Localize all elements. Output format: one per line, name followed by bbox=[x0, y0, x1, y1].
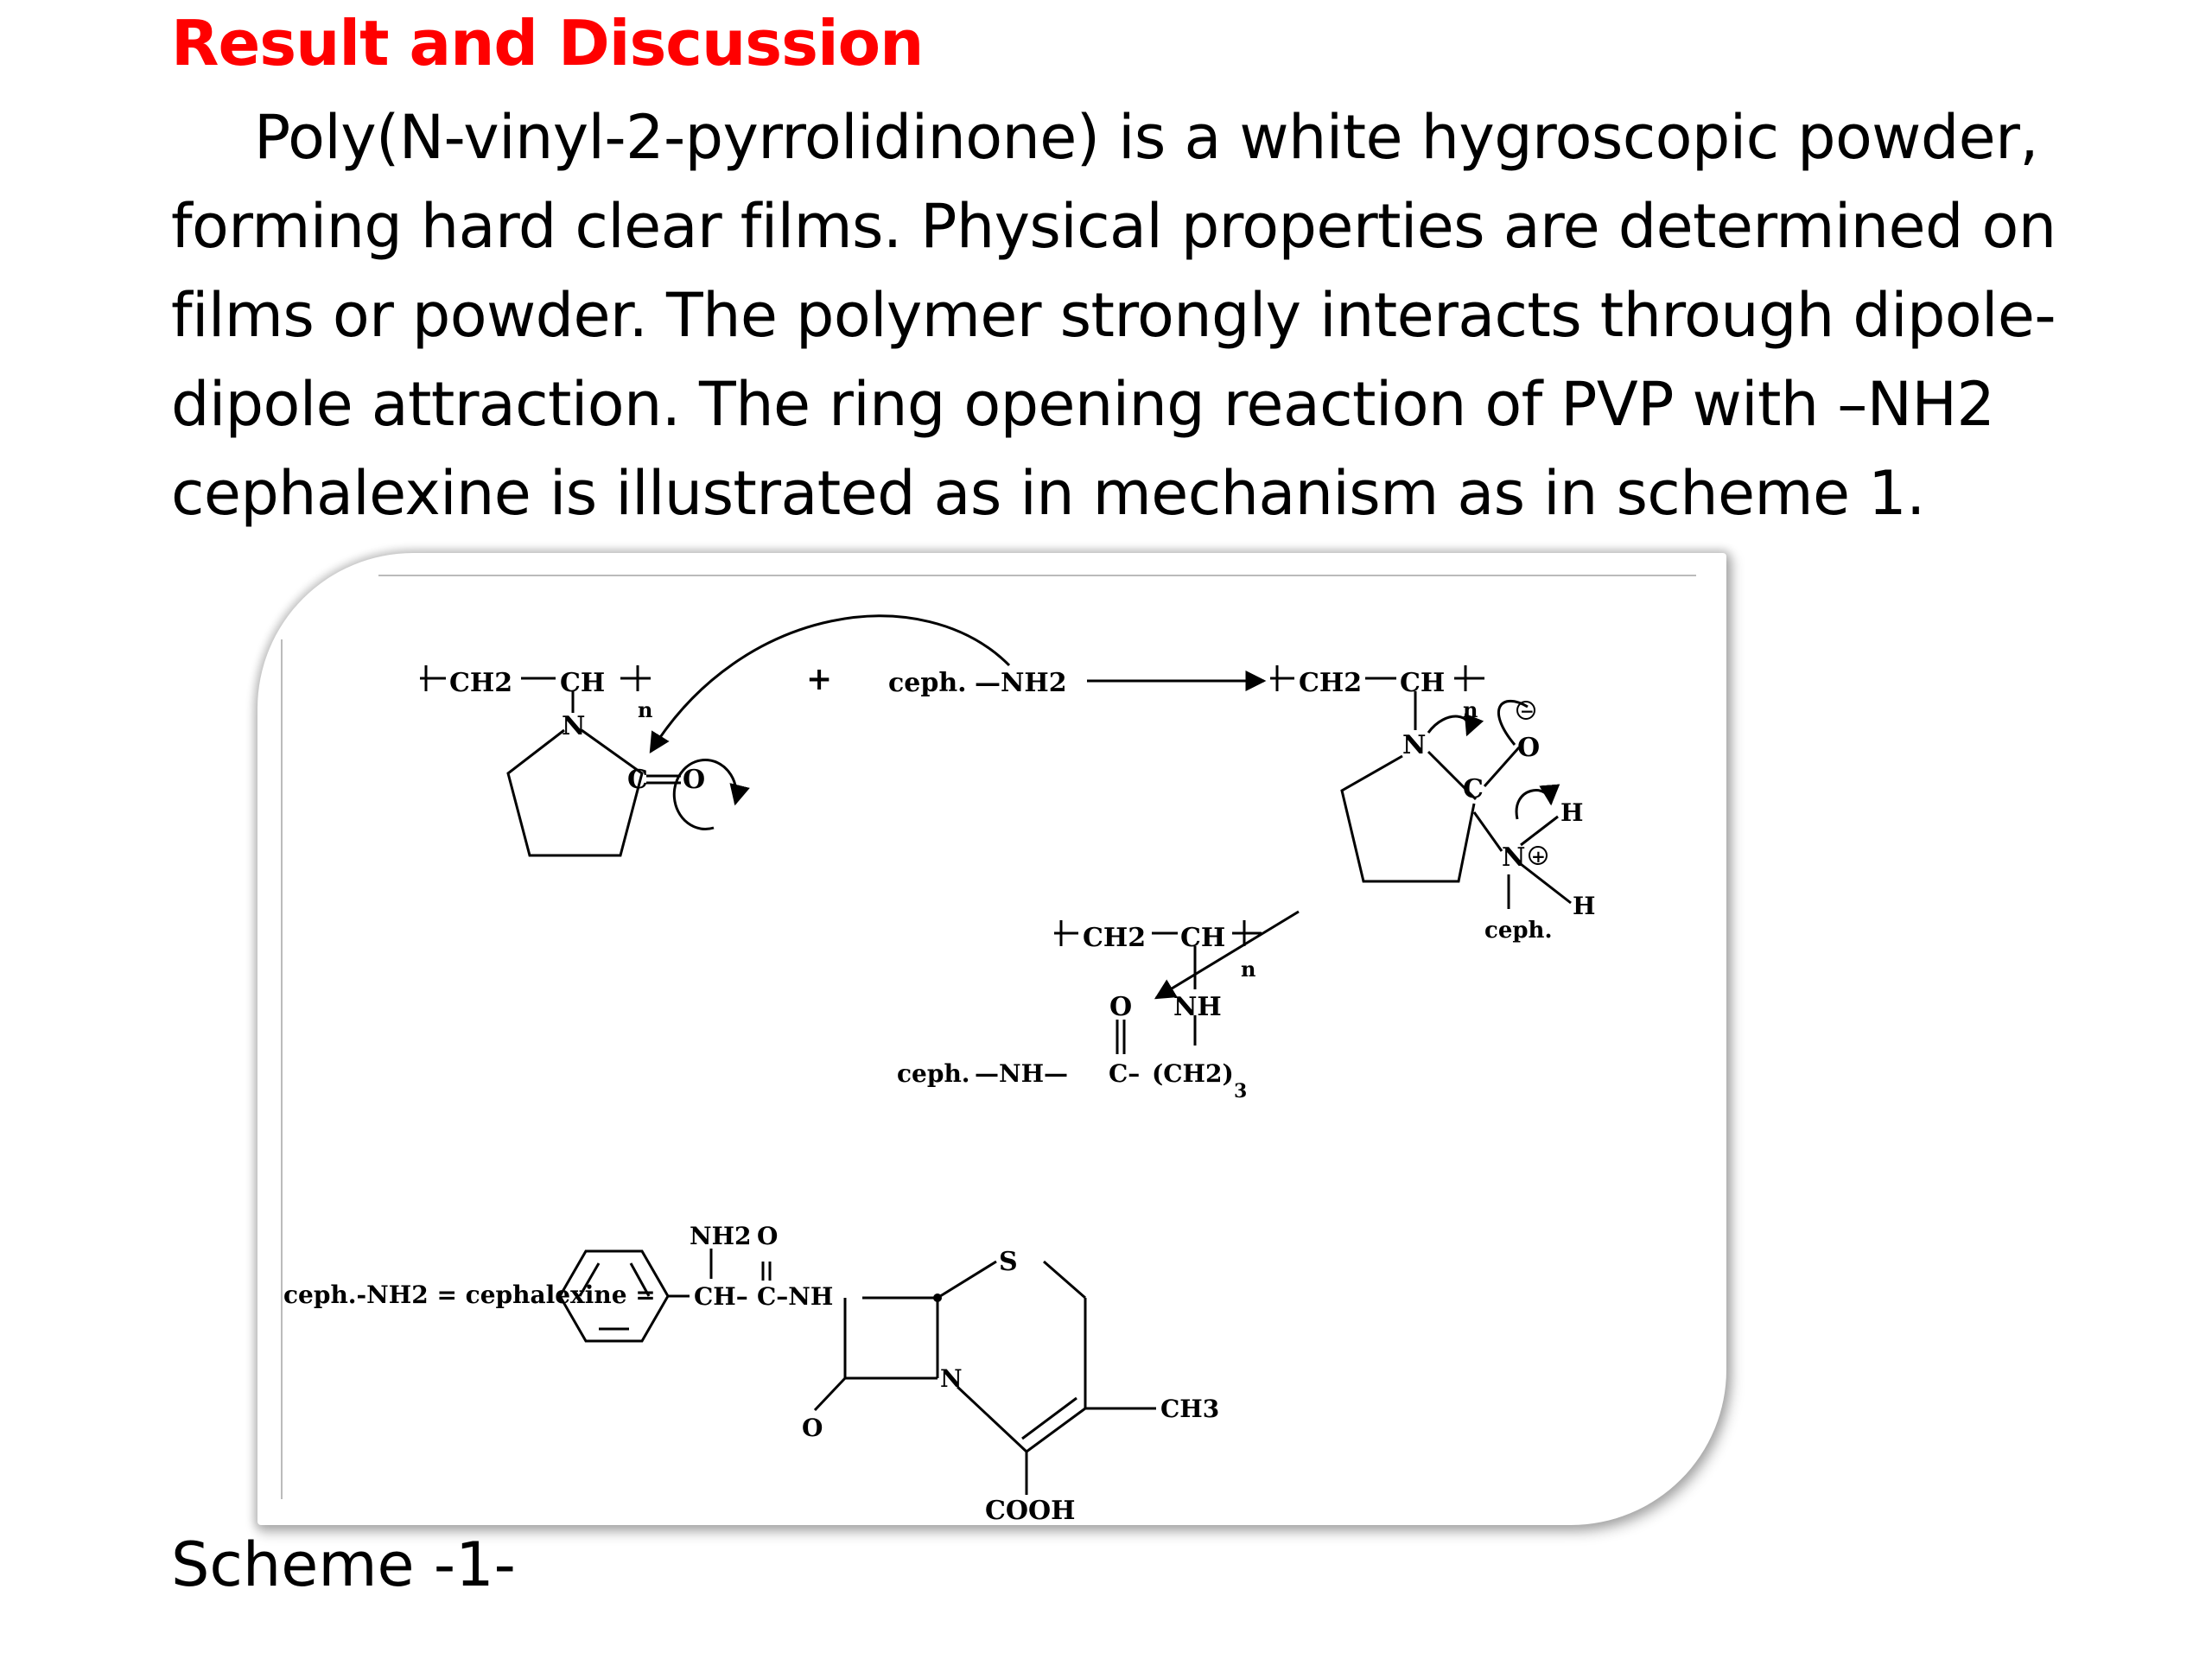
ceph-nh2-label: NH2 bbox=[690, 1222, 752, 1250]
scheme-figure-frame: CH2 CH n N C O + ceph. —NH2 CH2 CH n N C… bbox=[257, 553, 1726, 1525]
ceph-ch3-label: CH3 bbox=[1160, 1395, 1219, 1423]
int-n-plus-atom: N bbox=[1502, 842, 1525, 873]
int-n-atom: N bbox=[1402, 730, 1426, 760]
prod-subscript-3: 3 bbox=[1234, 1080, 1247, 1103]
int-ch-label: CH bbox=[1400, 668, 1445, 698]
positive-charge: + bbox=[1531, 846, 1546, 867]
prod-ch2-label: CH2 bbox=[1083, 923, 1146, 953]
prod-c-label: C– bbox=[1109, 1059, 1140, 1088]
prod-ch-label: CH bbox=[1180, 923, 1225, 953]
ceph-s-atom: S bbox=[999, 1247, 1018, 1277]
int-ceph-label: ceph. bbox=[1484, 918, 1553, 944]
prod-ceph-label: ceph. bbox=[897, 1059, 970, 1088]
int-o-atom: O bbox=[1517, 733, 1540, 763]
paragraph-line: dipole attraction. The ring opening reac… bbox=[171, 369, 1995, 440]
prod-nh-label: NH bbox=[1173, 992, 1222, 1022]
ceph-lactam-o-atom: O bbox=[802, 1414, 823, 1442]
ceph-ch-label: CH– bbox=[694, 1282, 748, 1311]
paragraph-line: Poly(N-vinyl-2-pyrrolidinone) is a white… bbox=[254, 102, 2039, 173]
reaction-scheme-diagram: CH2 CH n N C O + ceph. —NH2 CH2 CH n N C… bbox=[281, 575, 1696, 1525]
ceph-n-atom: N bbox=[940, 1364, 963, 1393]
pvp-o-atom: O bbox=[683, 765, 705, 795]
paragraph-line: films or powder. The polymer strongly in… bbox=[171, 280, 2056, 351]
int-n-subscript: n bbox=[1463, 697, 1478, 722]
prod-ch2-3-label: (CH2) bbox=[1152, 1059, 1234, 1088]
ceph-label: ceph. bbox=[888, 668, 967, 698]
section-heading: Result and Discussion bbox=[171, 7, 924, 79]
ceph-c-nh-label: C–NH bbox=[757, 1282, 833, 1311]
paragraph-line: cephalexine is illustrated as in mechani… bbox=[171, 458, 1925, 529]
int-h-atom-top: H bbox=[1560, 798, 1583, 827]
pvp-ch2-label: CH2 bbox=[449, 668, 512, 698]
ceph-o-atom: O bbox=[757, 1222, 778, 1250]
scheme-caption: Scheme -1- bbox=[171, 1529, 516, 1600]
int-c-atom: C bbox=[1463, 774, 1484, 804]
prod-n-subscript: n bbox=[1241, 957, 1255, 982]
negative-charge: − bbox=[1520, 701, 1535, 721]
pvp-n-subscript: n bbox=[638, 697, 652, 722]
prod-o-atom: O bbox=[1109, 992, 1132, 1022]
paragraph-line: forming hard clear films. Physical prope… bbox=[171, 191, 2056, 262]
nh2-group-label: —NH2 bbox=[975, 668, 1067, 698]
int-ch2-label: CH2 bbox=[1299, 668, 1362, 698]
pvp-ch-label: CH bbox=[560, 668, 605, 698]
body-paragraph: Poly(N-vinyl-2-pyrrolidinone) is a white… bbox=[171, 93, 2098, 538]
prod-nh-chain-label: —NH— bbox=[975, 1059, 1068, 1088]
int-h-atom-bottom: H bbox=[1573, 892, 1595, 920]
pvp-c-atom: C bbox=[627, 765, 648, 795]
cephalexine-equation-label: ceph.-NH2 = cephalexine = bbox=[283, 1281, 656, 1309]
plus-sign: + bbox=[806, 661, 832, 697]
pvp-n-atom: N bbox=[562, 711, 585, 741]
ceph-cooh-label: COOH bbox=[985, 1496, 1076, 1525]
